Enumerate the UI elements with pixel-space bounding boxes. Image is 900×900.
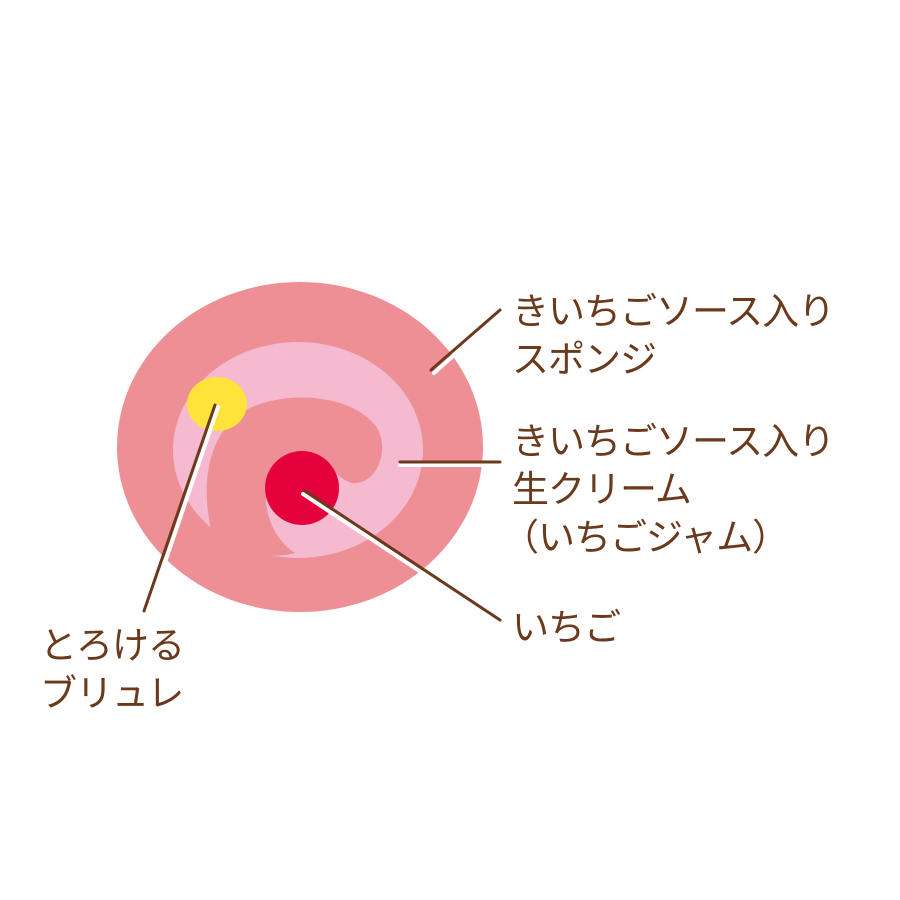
brulee-label-line: ブリュレ [40, 672, 184, 715]
brulee-label-line: とろける [40, 624, 185, 667]
sponge-label: きいちごソース入り スポンジ [512, 288, 835, 384]
strawberry-leader-line [301, 489, 502, 625]
cream-label-line: 生クリーム [512, 468, 692, 511]
strawberry [265, 451, 339, 525]
inner-sponge-spiral [206, 397, 383, 556]
cream-label-line: きいちごソース入り [512, 420, 835, 463]
strawberry-label: いちご [512, 604, 621, 652]
sponge-label-line: きいちごソース入り [512, 290, 835, 333]
cream-label-line: （いちごジャム） [502, 516, 789, 559]
brulee-label: とろける ブリュレ [40, 622, 185, 718]
cream-leader-line [398, 460, 502, 467]
brulee-leader-line [142, 403, 220, 614]
strawberry-label-line: いちご [512, 606, 621, 649]
leader-lines [142, 308, 503, 625]
sponge-leader-line [429, 308, 503, 375]
sponge-label-line: スポンジ [512, 338, 657, 381]
brulee [187, 377, 247, 431]
cream-label: きいちごソース入り 生クリーム （いちごジャム） [502, 418, 835, 562]
